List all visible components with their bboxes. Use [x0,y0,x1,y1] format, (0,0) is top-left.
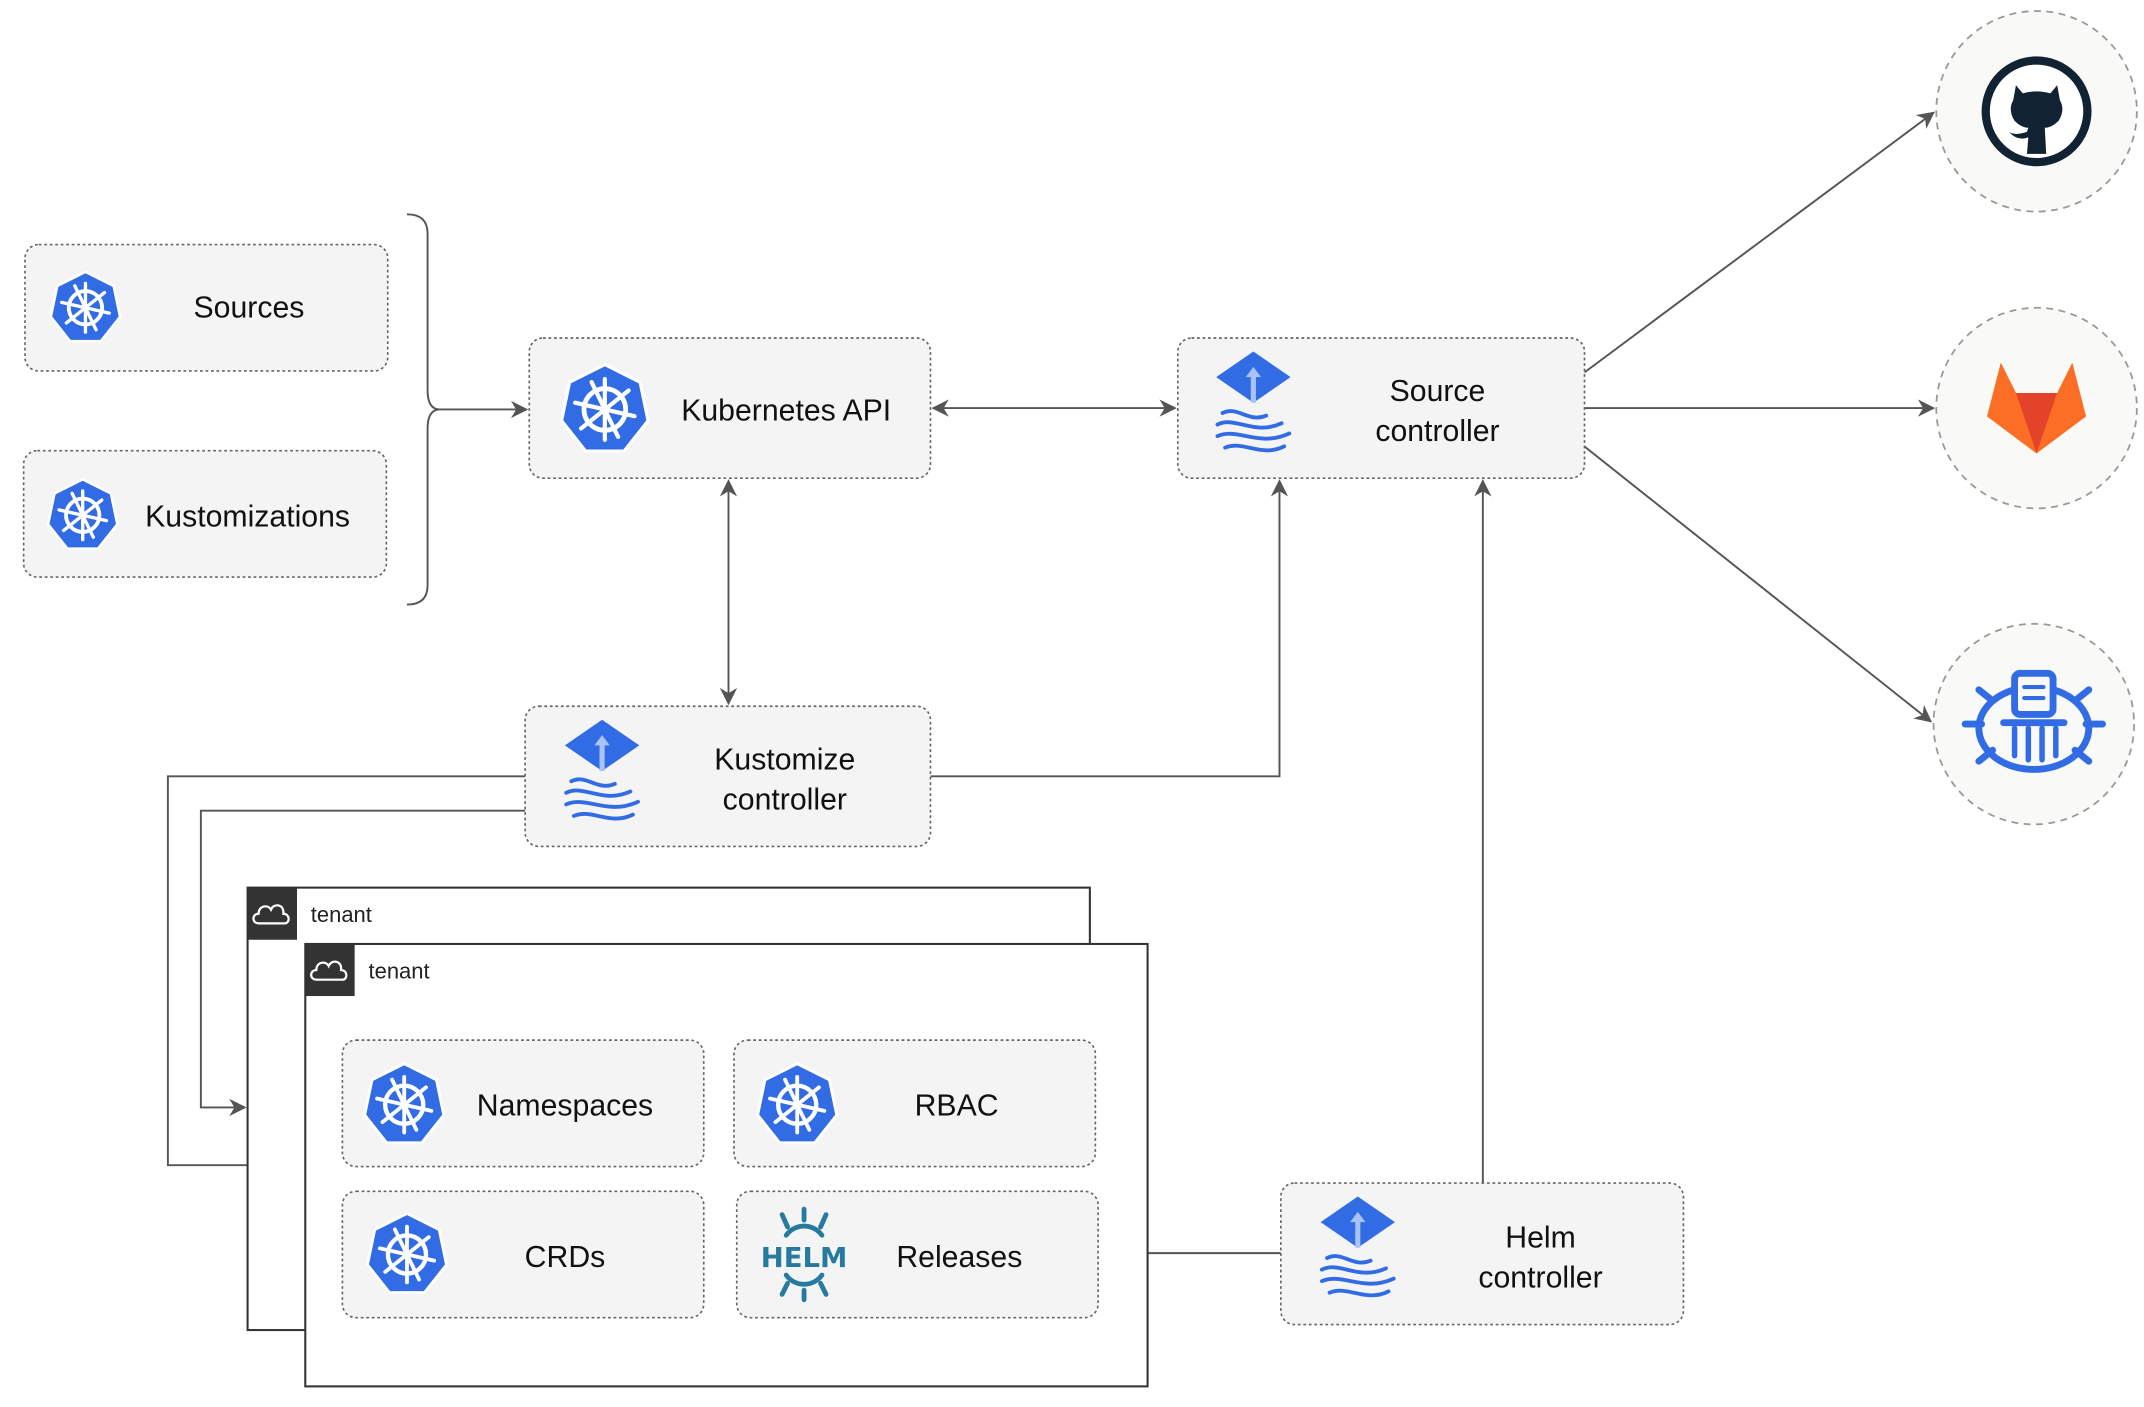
tenant-label: tenant [369,958,430,983]
svg-text:HELM: HELM [761,1242,848,1274]
kustomizations-node[interactable]: Kustomizations [22,449,388,578]
edge-kustomize-to-tenant-back [199,809,526,1117]
kubernetes-api-node[interactable]: Kubernetes API [528,337,932,479]
helm-controller-label-line1: Helm [1505,1222,1576,1255]
github-icon [1981,56,2092,167]
crds-label: CRDs [525,1241,606,1274]
helm-controller-node[interactable]: Helm controller [1280,1182,1685,1326]
edge-kustomize-to-source [930,479,1289,778]
cloud-icon [247,887,298,940]
sources-label: Sources [194,291,305,324]
source-controller-label-line2: controller [1375,415,1499,448]
edge-source-to-github [1583,111,1935,374]
source-controller-label-line1: Source [1390,375,1486,408]
edge-source-to-bucket [1583,445,1933,723]
helm-controller-label-line2: controller [1478,1261,1602,1294]
cloud-icon [305,943,355,997]
kustomize-controller-label-line2: controller [723,783,847,816]
namespaces-label: Namespaces [477,1090,653,1123]
releases-node[interactable]: HELM Releases [735,1190,1099,1319]
kustomize-controller-label-line1: Kustomize [714,743,855,776]
tenant-label: tenant [311,902,372,927]
releases-label: Releases [896,1241,1022,1274]
crds-node[interactable]: CRDs [341,1190,705,1319]
kubernetes-api-label: Kubernetes API [681,394,891,427]
rbac-label: RBAC [915,1090,999,1123]
bucket-icon [1961,669,2106,773]
helm-icon: HELM [761,1206,848,1303]
kustomize-controller-node[interactable]: Kustomize controller [524,705,932,848]
rbac-node[interactable]: RBAC [733,1039,1097,1168]
sources-node[interactable]: Sources [24,243,389,372]
bucket-source[interactable] [1932,622,2136,826]
source-controller-node[interactable]: Source controller [1176,337,1586,479]
kustomizations-label: Kustomizations [145,500,350,533]
namespaces-node[interactable]: Namespaces [341,1039,705,1168]
gitlab-icon [1987,362,2087,454]
edge-brace [406,213,441,606]
github-source[interactable] [1935,10,2138,213]
gitlab-source[interactable] [1935,306,2138,510]
edge-kustomize-to-tenant-front [166,775,526,1174]
